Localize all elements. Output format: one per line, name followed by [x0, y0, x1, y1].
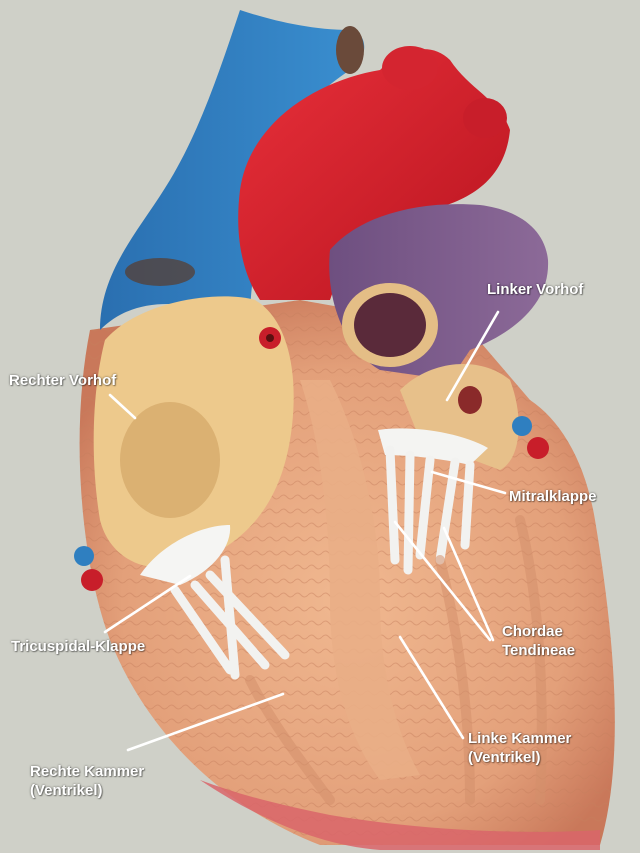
label-linke-kammer-line1: Linke Kammer: [468, 730, 572, 747]
connector-blue-left: [74, 546, 94, 566]
heart-base-strip: [200, 780, 600, 850]
pointer-tricuspidal: [103, 574, 192, 634]
label-linke-kammer: Linke Kammer (Ventrikel): [468, 729, 571, 767]
pointer-chordae-2: [442, 526, 495, 642]
right-atrium-opening: [125, 258, 195, 286]
label-chordae-tendineae: Chordae Tendineae: [502, 622, 575, 660]
label-linker-vorhof: Linker Vorhof: [487, 280, 583, 299]
label-tricuspidal-klappe-text: Tricuspidal-Klappe: [11, 638, 146, 655]
connector-red-right: [527, 437, 549, 459]
pointer-chordae-1: [393, 520, 492, 642]
pointer-mitralklappe: [430, 470, 507, 495]
connector-blue-right: [512, 416, 532, 436]
pointer-linker-vorhof: [445, 310, 500, 402]
pulmonary-vein-opening: [458, 386, 482, 414]
label-mitralklappe: Mitralklappe: [509, 487, 597, 506]
pointer-lines: [103, 310, 507, 752]
interventricular-septum: [300, 380, 420, 780]
label-rechte-kammer-line2: (Ventrikel): [30, 782, 103, 799]
label-linke-kammer-line2: (Ventrikel): [468, 749, 541, 766]
mitral-valve-model: [378, 428, 488, 575]
label-rechter-vorhof-text: Rechter Vorhof: [9, 372, 117, 389]
connector-red-left: [81, 569, 103, 591]
label-mitralklappe-text: Mitralklappe: [509, 488, 597, 505]
pointer-rechte-kammer: [126, 692, 285, 752]
tricuspid-valve-model: [140, 525, 290, 680]
aorta-branch-1: [382, 46, 438, 90]
label-tricuspidal-klappe: Tricuspidal-Klappe: [11, 637, 145, 656]
vena-cava-blue: [100, 10, 365, 330]
label-chordae-line1: Chordae: [502, 623, 563, 640]
label-chordae-line2: Tendineae: [502, 642, 576, 659]
right-atrium-fossa: [120, 402, 220, 518]
pointer-linke-kammer: [398, 635, 465, 740]
label-rechte-kammer: Rechte Kammer (Ventrikel): [30, 762, 144, 800]
label-rechte-kammer-line1: Rechte Kammer: [30, 763, 145, 780]
vena-cava-opening: [336, 26, 364, 74]
label-linker-vorhof-text: Linker Vorhof: [487, 281, 584, 298]
aorta-red: [238, 49, 510, 300]
pointer-rechter-vorhof: [108, 393, 137, 420]
aorta-branch-2: [463, 98, 507, 138]
label-rechter-vorhof: Rechter Vorhof: [9, 371, 116, 390]
